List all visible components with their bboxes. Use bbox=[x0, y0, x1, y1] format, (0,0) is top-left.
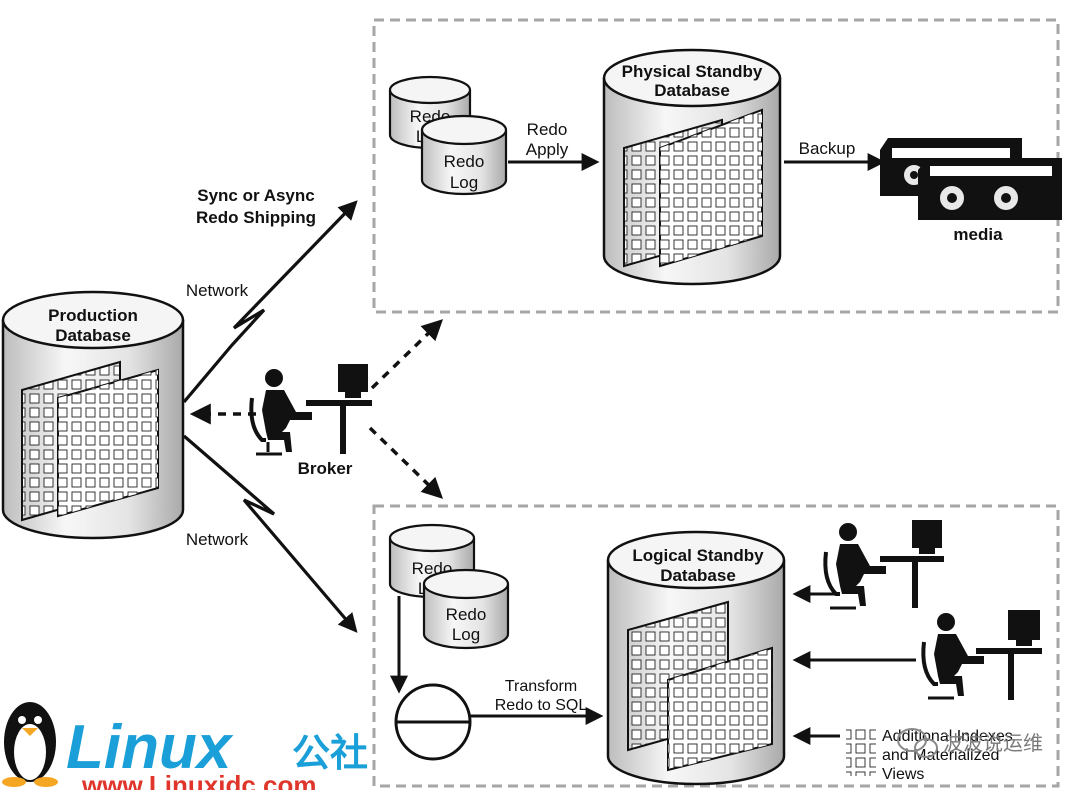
redo-front-top: Redo bbox=[444, 152, 485, 171]
production-label-2: Database bbox=[55, 326, 131, 345]
logical-standby-group bbox=[372, 504, 1060, 788]
report-user-icon-2 bbox=[921, 610, 1042, 700]
physical-label-2: Database bbox=[654, 81, 730, 100]
transform-label-2: Redo to SQL bbox=[495, 697, 588, 714]
linux-penguin-logo bbox=[2, 702, 58, 787]
network-top-label: Network bbox=[186, 281, 249, 300]
sync-label-1: Sync or Async bbox=[197, 186, 314, 205]
sync-label-2: Redo Shipping bbox=[196, 208, 316, 227]
physical-label-1: Physical Standby bbox=[622, 62, 763, 81]
broker-person-icon bbox=[249, 364, 372, 456]
logical-standby-database: Logical Standby Database bbox=[606, 530, 786, 786]
media-label: media bbox=[953, 225, 1003, 244]
logical-label-1: Logical Standby bbox=[632, 546, 764, 565]
physical-redo-log-front: Redo Log bbox=[420, 114, 508, 196]
transform-circle bbox=[394, 683, 472, 761]
report-user-icon-1 bbox=[823, 520, 944, 610]
transform-label-1: Transform bbox=[505, 678, 577, 695]
production-database: Production Database bbox=[1, 290, 185, 540]
network-bottom-label: Network bbox=[186, 530, 249, 549]
redo-front2-top: Redo bbox=[446, 605, 487, 624]
backup-label: Backup bbox=[799, 139, 856, 158]
network-bottom-arrow bbox=[182, 434, 358, 633]
broker-to-logical-arrow bbox=[368, 426, 444, 499]
physical-standby-group bbox=[372, 18, 1060, 314]
redo-apply-label-2: Apply bbox=[526, 140, 569, 159]
additional-label-1: Additional Indexes bbox=[882, 728, 1013, 745]
linux-watermark-url: www.Linuxidc.com bbox=[81, 770, 317, 790]
wechat-logo bbox=[897, 728, 938, 758]
physical-standby-database: Physical Standby Database bbox=[602, 48, 782, 286]
wechat-watermark: 波波说运维 bbox=[943, 731, 1043, 755]
production-label-1: Production bbox=[48, 306, 138, 325]
logical-redo-log-front: Redo Log bbox=[422, 568, 510, 650]
redo-front2-bottom: Log bbox=[452, 625, 480, 644]
indexes-grid-icon bbox=[846, 726, 876, 776]
additional-label-3: Views bbox=[882, 766, 924, 783]
sync-shipping-arrow bbox=[182, 200, 358, 404]
redo-front-bottom: Log bbox=[450, 173, 478, 192]
linux-watermark-cn: 公社 bbox=[292, 733, 368, 775]
broker-to-physical-arrow bbox=[370, 319, 444, 390]
logical-label-2: Database bbox=[660, 566, 736, 585]
redo-apply-label-1: Redo bbox=[527, 120, 568, 139]
broker-label: Broker bbox=[298, 459, 353, 478]
linux-watermark-brand: Linux bbox=[66, 713, 234, 782]
media-tapes-icon bbox=[880, 138, 1062, 220]
